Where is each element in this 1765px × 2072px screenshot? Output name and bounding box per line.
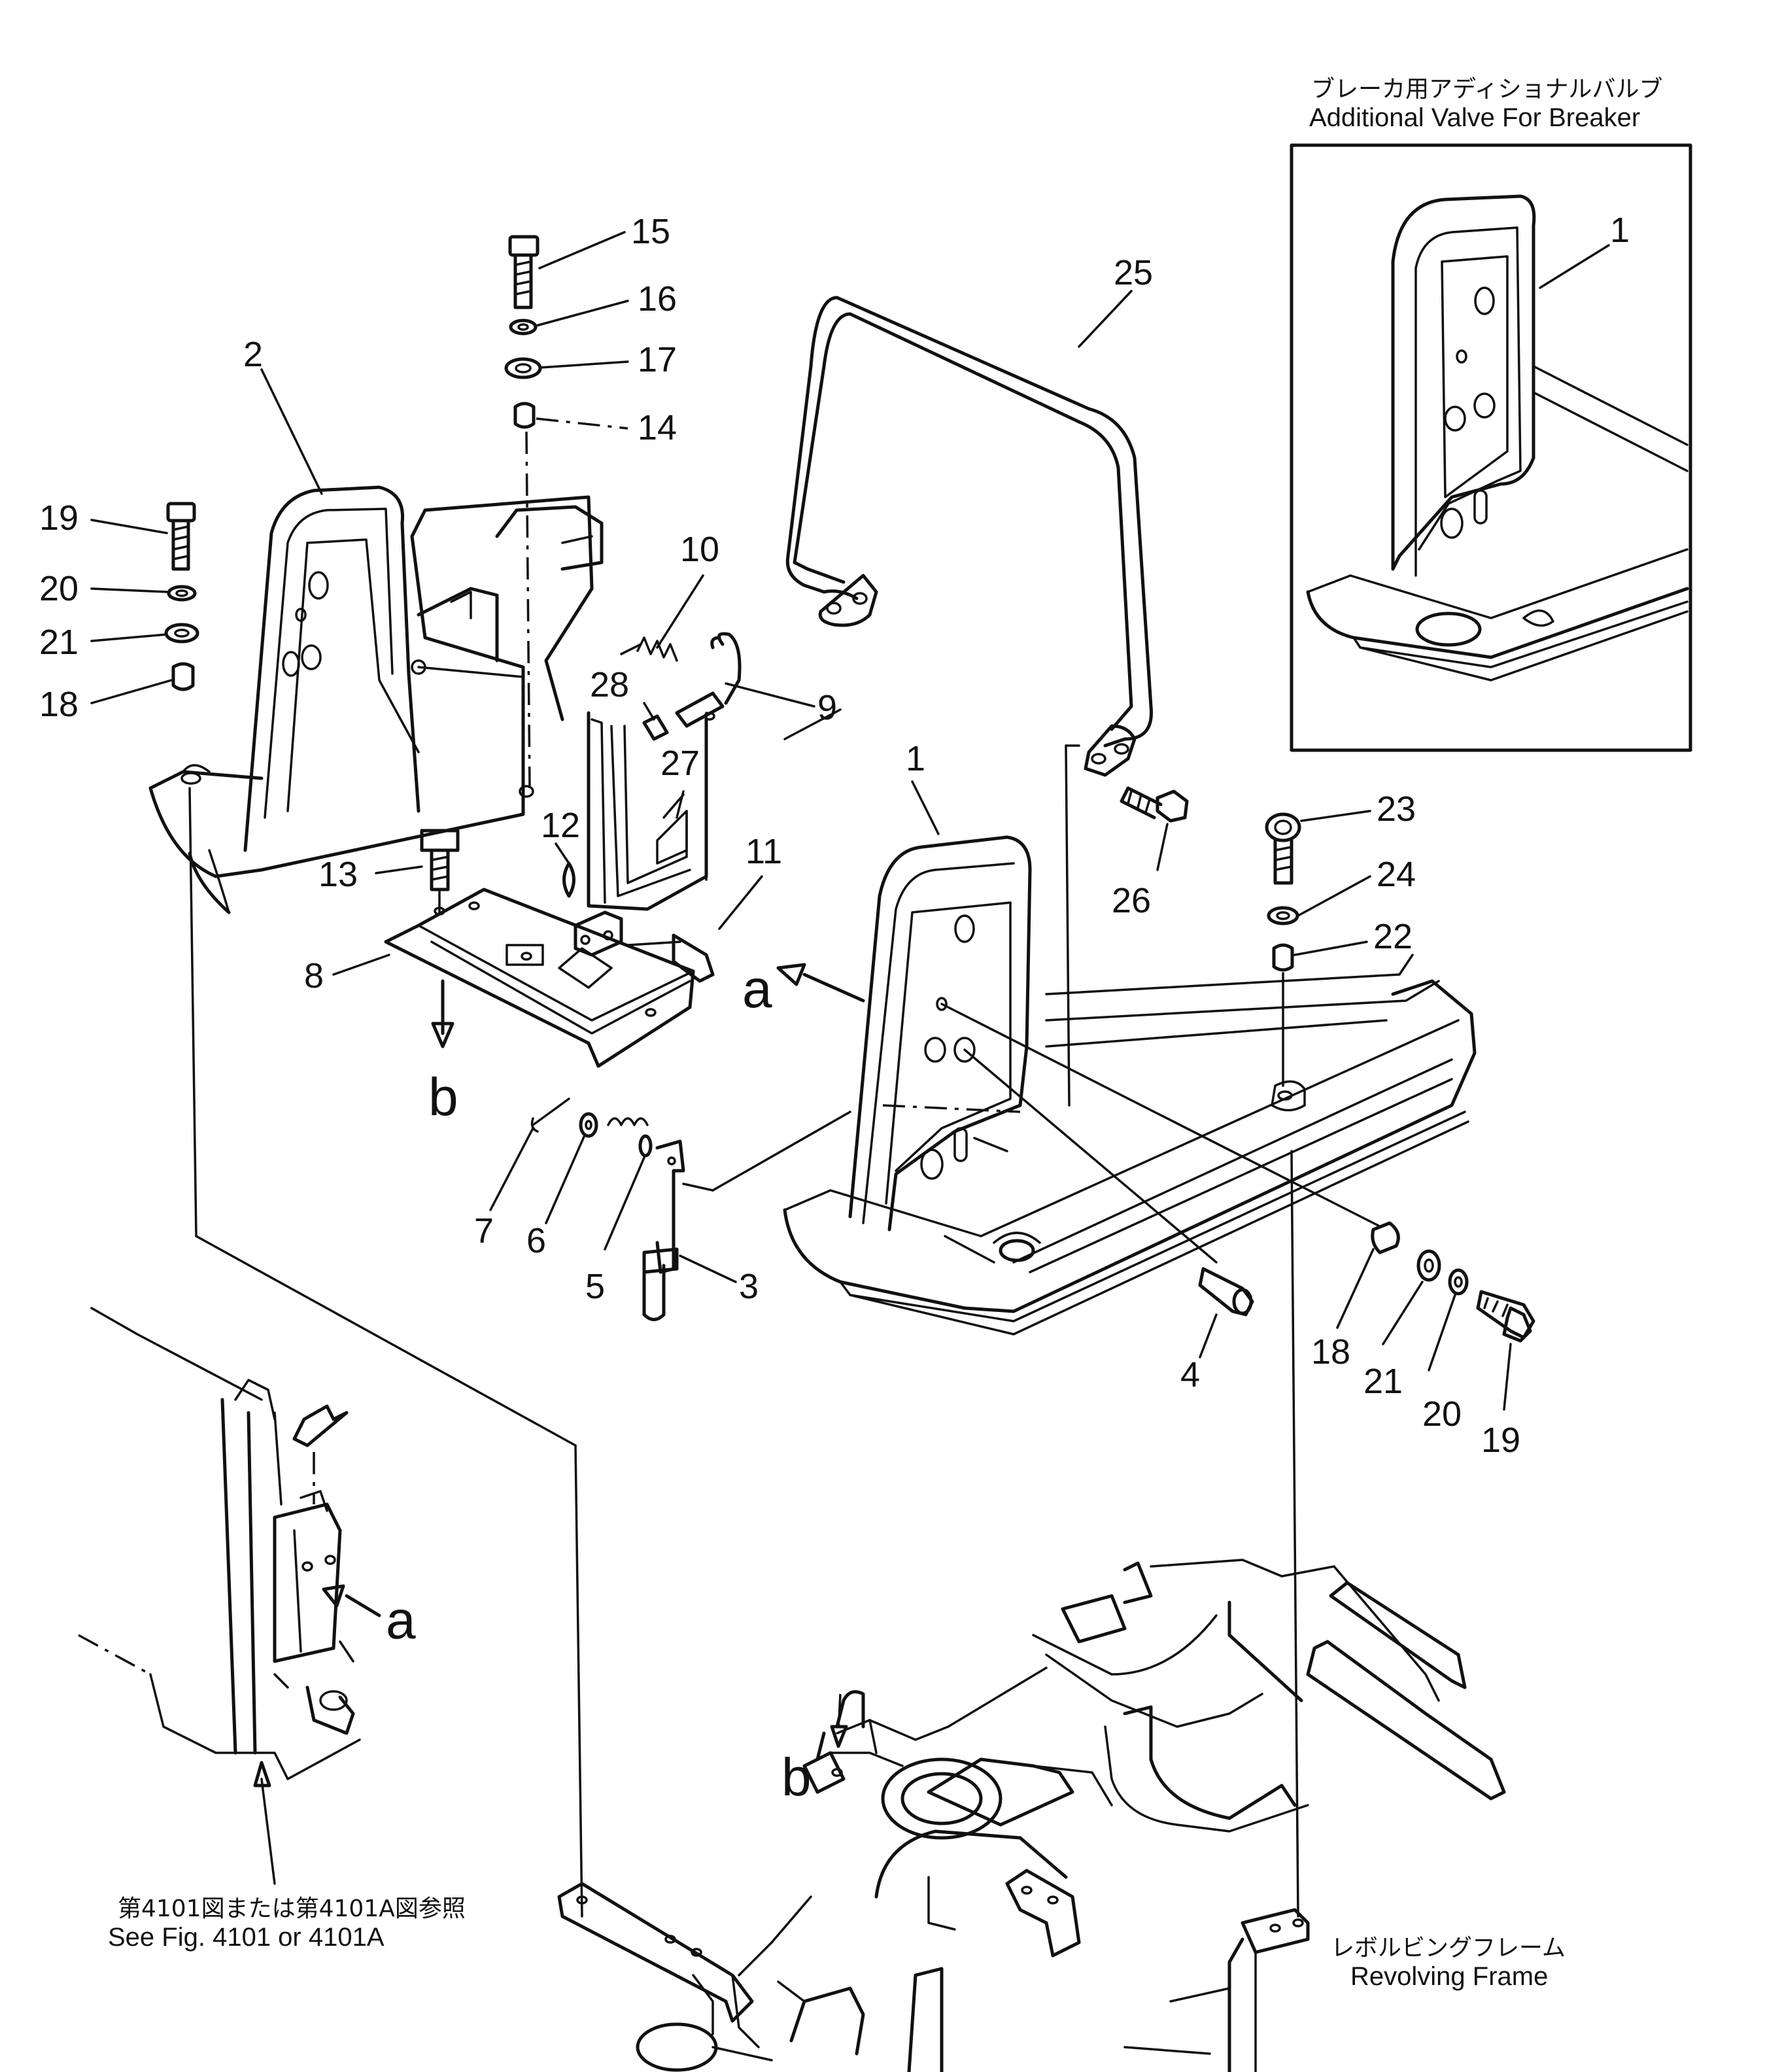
view-marker-a-main: a <box>742 959 772 1019</box>
callout-23: 23 <box>1377 789 1416 829</box>
callout-13: 13 <box>318 855 358 894</box>
inset-panel: ブレーカ用アディショナルバルブ Additional Valve For Bre… <box>1290 76 1692 752</box>
callout-19b: 19 <box>1481 1421 1520 1460</box>
bolt-stack-center <box>504 235 542 789</box>
callout-17: 17 <box>638 340 677 379</box>
callout-12: 12 <box>541 806 580 845</box>
callout-21a: 21 <box>39 623 78 662</box>
bolt-stack-left <box>164 502 199 691</box>
callout-21b: 21 <box>1363 1362 1403 1401</box>
ref-frame-jp: レボルビングフレーム <box>1331 1935 1566 1961</box>
callout-18b: 18 <box>1311 1332 1350 1372</box>
callout-11: 11 <box>745 832 782 871</box>
main-bracket-1 <box>711 835 1477 1336</box>
lower-left-frame <box>78 1307 381 1885</box>
revolving-frame <box>557 1559 1506 2072</box>
leader-lines <box>90 231 1512 1411</box>
callout-22: 22 <box>1373 917 1413 956</box>
callout-25: 25 <box>1114 253 1153 292</box>
handrail-25 <box>785 296 1189 1107</box>
inset-bracket <box>1391 194 1536 571</box>
callout-28: 28 <box>590 665 629 704</box>
callout-14: 14 <box>638 408 677 447</box>
ref-frame-en: Revolving Frame <box>1350 1962 1548 1991</box>
callout-7: 7 <box>474 1211 494 1251</box>
inset-frame <box>1290 143 1692 752</box>
view-marker-a-frame: a <box>386 1591 416 1650</box>
callout-8: 8 <box>304 956 324 995</box>
left-bracket-assembly <box>148 485 604 1918</box>
view-marker-a-arrow <box>776 963 865 1003</box>
callout-numbers: 15 16 17 14 25 2 19 20 21 18 10 9 28 27 … <box>39 212 1520 1460</box>
callout-26: 26 <box>1112 881 1151 920</box>
callout-24: 24 <box>1377 855 1416 894</box>
callout-15: 15 <box>631 212 670 251</box>
ref-fig-en: See Fig. 4101 or 4101A <box>108 1923 385 1952</box>
inset-callout-1: 1 <box>1610 211 1630 250</box>
view-markers: a b a b <box>386 959 812 1807</box>
callout-9: 9 <box>817 688 837 727</box>
ref-fig-jp: 第4101図または第4101A図参照 <box>118 1895 466 1922</box>
bolt-stack-right <box>1198 812 1535 1918</box>
callout-10: 10 <box>680 530 719 569</box>
callout-6: 6 <box>526 1221 546 1260</box>
callout-3: 3 <box>739 1267 759 1306</box>
inset-title-en: Additional Valve For Breaker <box>1309 103 1640 132</box>
callout-27: 27 <box>660 744 700 783</box>
valve-lever-assembly <box>530 632 742 1321</box>
inset-title-jp: ブレーカ用アディショナルバルブ <box>1311 76 1662 103</box>
callout-20a: 20 <box>39 569 78 608</box>
callout-16: 16 <box>638 279 677 319</box>
callout-19a: 19 <box>39 498 78 538</box>
callout-2: 2 <box>243 335 263 374</box>
view-marker-b-frame: b <box>781 1748 812 1807</box>
callout-18a: 18 <box>39 685 78 724</box>
plate-8 <box>384 829 695 1068</box>
callout-5: 5 <box>585 1267 605 1306</box>
reference-captions: 第4101図または第4101A図参照 See Fig. 4101 or 4101… <box>108 1895 1566 1991</box>
callout-1: 1 <box>906 739 925 778</box>
callout-4: 4 <box>1180 1355 1200 1394</box>
callout-20b: 20 <box>1422 1394 1462 1434</box>
view-marker-b-main: b <box>428 1067 458 1127</box>
